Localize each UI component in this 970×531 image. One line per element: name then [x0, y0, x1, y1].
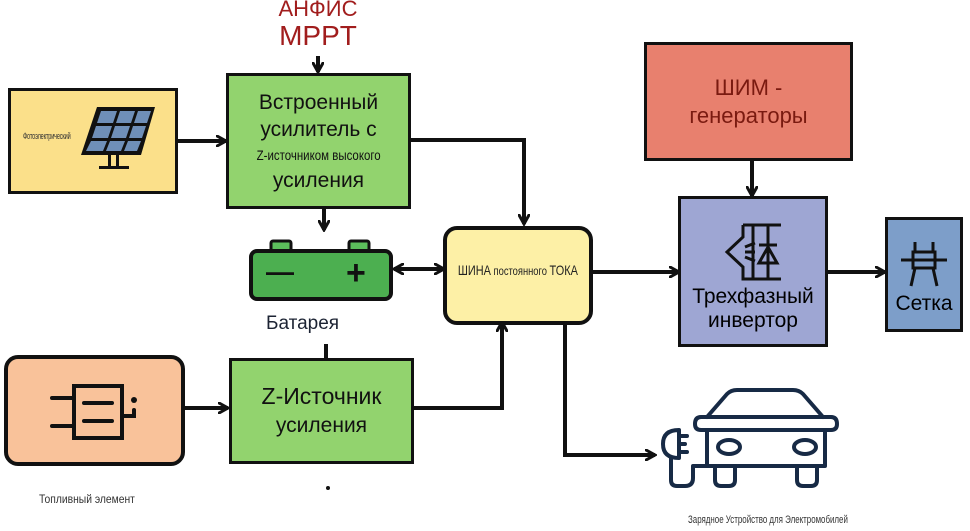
boost-converter-block[interactable]: Встроенный усилитель с Z-источником высо… — [226, 73, 411, 209]
arrow-boost-to-dcbus — [409, 138, 524, 224]
pv-source-block[interactable]: Фотоэлектрический — [8, 88, 178, 194]
battery-icon — [249, 239, 393, 301]
ev-charger-car-icon — [661, 388, 839, 488]
fuel-cell-icon — [49, 383, 137, 440]
arrow-zsource-to-dcbus — [413, 322, 502, 410]
boost-line4: усиления — [272, 168, 365, 192]
solar-panel-icon — [81, 107, 155, 169]
battery-plus: + — [346, 254, 366, 292]
mppt-line2: MPPT — [279, 20, 357, 51]
fuel-cell-label: Топливный элемент — [39, 492, 135, 506]
fuel-cell-block[interactable] — [4, 355, 185, 466]
inverter-block[interactable]: Трехфазный инвертор — [678, 196, 828, 347]
pwm-line2: генераторы — [689, 102, 808, 128]
ev-charger-label: Зарядное Устройство для Электромобилей — [688, 514, 848, 526]
dc-bus-label: ШИНА постоянного ТОКА — [458, 261, 578, 278]
dc-bus-block[interactable]: ШИНА постоянного ТОКА — [443, 226, 593, 325]
battery-label: Батарея — [266, 313, 340, 334]
anfis-line1: АНФИС — [278, 0, 358, 21]
pwm-generator-block[interactable]: ШИМ - генераторы — [644, 42, 853, 161]
grid-block[interactable]: Сетка — [885, 217, 963, 332]
battery-block[interactable]: — + — [248, 238, 396, 302]
inverter-line2: инвертор — [708, 309, 798, 332]
boost-line2: усилитель с — [260, 117, 377, 141]
z-source-line1: Z-Источник — [261, 383, 382, 409]
z-source-block[interactable]: Z-Источник усиления — [229, 358, 414, 464]
arrow-dcbus-to-ev — [563, 324, 655, 455]
inverter-line1: Трехфазный — [692, 285, 814, 308]
pv-label: Фотоэлектрический — [23, 131, 71, 141]
igbt-transistor-icon — [724, 223, 781, 281]
stray-dot — [326, 486, 330, 490]
ev-charger-block[interactable] — [655, 382, 847, 494]
boost-line3: Z-источником высокого — [256, 146, 381, 163]
pwm-line1: ШИМ - — [714, 74, 783, 100]
z-source-line2: усиления — [275, 414, 368, 437]
battery-minus: — — [266, 256, 294, 287]
boost-line1: Встроенный — [258, 90, 379, 114]
grid-label: Сетка — [895, 292, 953, 315]
anfis-label: АНФИС MPPT — [268, 0, 368, 50]
grid-tower-icon — [901, 242, 947, 287]
